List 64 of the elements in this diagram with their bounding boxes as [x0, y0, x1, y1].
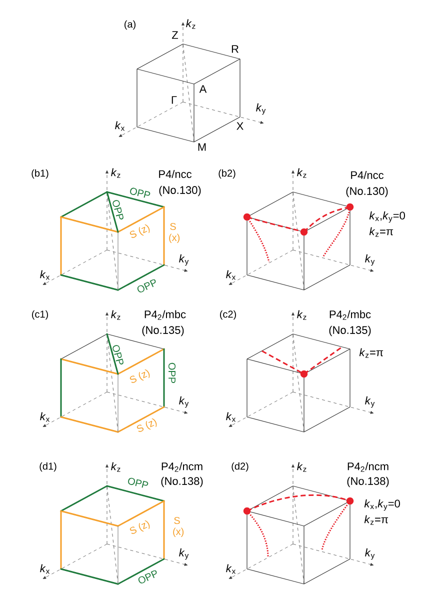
axis-label: k$_{z}$	[297, 168, 306, 178]
condition-label: k$_{z}$=π	[359, 348, 384, 358]
space-group-label: P4$_{2}$/mbc	[330, 310, 371, 320]
space-group-label: (No.135)	[329, 326, 371, 336]
symmetry-label: OPP	[137, 279, 156, 292]
panel-label: (b1)	[32, 169, 48, 179]
axis-label: k$_{x}$	[226, 412, 236, 422]
panel-label: (c1)	[32, 310, 48, 320]
axis-label: k$_{x}$	[226, 270, 236, 280]
point-label: Z	[172, 31, 178, 39]
axis-label: k$_{z}$	[111, 168, 120, 178]
symmetry-label: OPP	[112, 345, 124, 364]
panel-label: (c2)	[220, 310, 236, 320]
condition-label: k$_{x}$,k$_{y}$=0	[364, 499, 400, 511]
axis-label: k$_{y}$	[365, 548, 375, 560]
axis-label: k$_{x}$	[115, 121, 125, 131]
point-label: R	[232, 45, 238, 53]
axis-label: k$_{y}$	[365, 396, 375, 408]
axis-label: k$_{z}$	[297, 310, 306, 320]
symmetry-label: S (x)	[169, 222, 180, 244]
condition-label: k$_{x}$,k$_{y}$=0	[369, 211, 405, 223]
space-group-label: P4/ncc	[159, 170, 192, 178]
condition-label: k$_{z}$=π	[364, 515, 388, 525]
point-label: X	[236, 122, 244, 130]
axis-label: k$_{y}$	[256, 103, 266, 115]
panel-label: (d2)	[232, 462, 248, 472]
symmetry-label: S (z)	[130, 369, 150, 383]
axis-label: k$_{y}$	[365, 254, 375, 266]
symmetry-label: OPP	[138, 570, 157, 584]
point-label: A	[199, 85, 207, 93]
space-group-label: P4$_{2}$/ncm	[348, 462, 388, 472]
space-group-label: (No.138)	[161, 476, 203, 488]
symmetry-label: S (z)	[130, 520, 150, 534]
symmetry-label: S (x)	[173, 516, 184, 538]
symmetry-label: OPP	[128, 478, 148, 488]
space-group-label: P4/ncc	[351, 170, 384, 180]
axis-label: k$_{y}$	[179, 548, 189, 560]
panel-label: (a)	[124, 20, 136, 30]
axis-label: k$_{x}$	[40, 564, 50, 574]
symmetry-label: OPP	[112, 200, 124, 220]
space-group-label: (No.135)	[142, 326, 184, 336]
space-group-label: (No.138)	[347, 476, 389, 488]
point-label: Γ	[172, 96, 177, 104]
space-group-label: P4$_{2}$/mbc	[144, 310, 186, 320]
axis-label: k$_{x}$	[226, 564, 236, 574]
axis-label: k$_{y}$	[179, 396, 189, 408]
axis-label: k$_{z}$	[297, 462, 306, 472]
symmetry-label: OPP	[130, 188, 150, 198]
panel-label: (b2)	[218, 169, 236, 179]
axis-label: k$_{y}$	[179, 254, 189, 266]
symmetry-label: OPP	[168, 362, 176, 384]
space-group-label: (No.130)	[159, 186, 201, 196]
symmetry-label: S (z)	[136, 418, 157, 432]
space-group-label: P4$_{2}$/ncm	[162, 462, 202, 472]
axis-label: k$_{x}$	[40, 270, 50, 280]
panel-label: (d1)	[40, 462, 56, 472]
axis-label: k$_{z}$	[186, 19, 196, 29]
axis-label: k$_{z}$	[111, 310, 120, 320]
condition-label: k$_{z}$=π	[369, 227, 394, 237]
space-group-label: (No.130)	[346, 186, 388, 198]
axis-label: k$_{z}$	[111, 462, 120, 472]
symmetry-label: S (z)	[130, 224, 150, 238]
axis-label: k$_{x}$	[40, 412, 50, 422]
point-label: M	[198, 143, 206, 151]
